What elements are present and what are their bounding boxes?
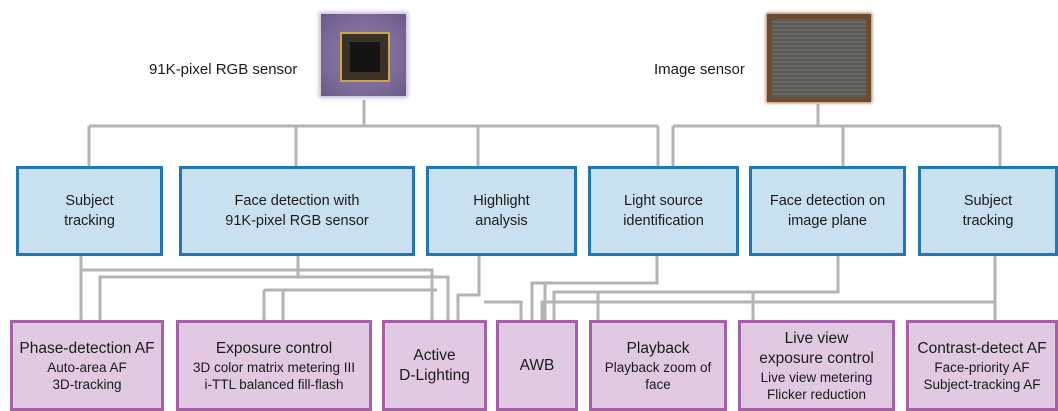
connector-face-image-1	[552, 256, 840, 320]
connector-subject-tracking-left-2	[81, 268, 434, 320]
connector-face-rgb-2	[298, 275, 450, 320]
image-sensor-chip-icon	[767, 14, 871, 102]
output-exposure-control: Exposure control 3D color matrix meterin…	[176, 320, 372, 411]
rgb-sensor-label: 91K-pixel RGB sensor	[149, 61, 298, 78]
connector-face-rgb-1	[98, 256, 300, 320]
connector-subject-tracking-right-1	[540, 256, 997, 320]
connector-adl-awb	[484, 300, 523, 320]
output-phase-detection-af: Phase-detection AF Auto-area AF 3D-track…	[10, 320, 164, 411]
output-playback: Playback Playback zoom of face	[589, 320, 727, 411]
connector-highlight	[456, 256, 481, 320]
output-awb: AWB	[496, 320, 578, 411]
output-live-view-exposure-control: Live view exposure control Live view met…	[738, 320, 895, 411]
output-contrast-detect-af: Contrast-detect AF Face-priority AF Subj…	[906, 320, 1058, 411]
image-sensor-label: Image sensor	[654, 61, 745, 78]
output-active-d-lighting: Active D-Lighting	[382, 320, 487, 411]
rgb-sensor-chip-icon	[321, 14, 406, 96]
connector-light-source-1	[530, 256, 659, 320]
